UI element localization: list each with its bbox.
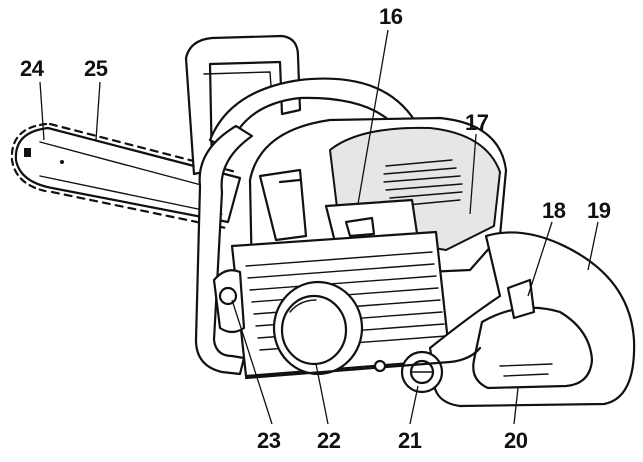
callout-17: 17 bbox=[465, 110, 489, 135]
callout-16: 16 bbox=[379, 4, 403, 29]
rear-handle bbox=[428, 231, 636, 408]
callout-21: 21 bbox=[398, 428, 422, 453]
hand-guard bbox=[194, 124, 254, 376]
cooling-vents bbox=[383, 159, 463, 207]
callout-25: 25 bbox=[84, 56, 108, 81]
callout-22: 22 bbox=[317, 428, 341, 453]
starter-knob bbox=[272, 280, 364, 376]
callout-23: 23 bbox=[257, 428, 281, 453]
leader-lines bbox=[39, 29, 599, 425]
callout-24: 24 bbox=[20, 56, 44, 81]
guide-bar bbox=[14, 126, 242, 224]
fuel-cap bbox=[400, 350, 444, 394]
bottom-frame bbox=[244, 346, 482, 380]
callout-19: 19 bbox=[587, 198, 611, 223]
callout-20: 20 bbox=[504, 428, 528, 453]
callout-18: 18 bbox=[542, 198, 566, 223]
